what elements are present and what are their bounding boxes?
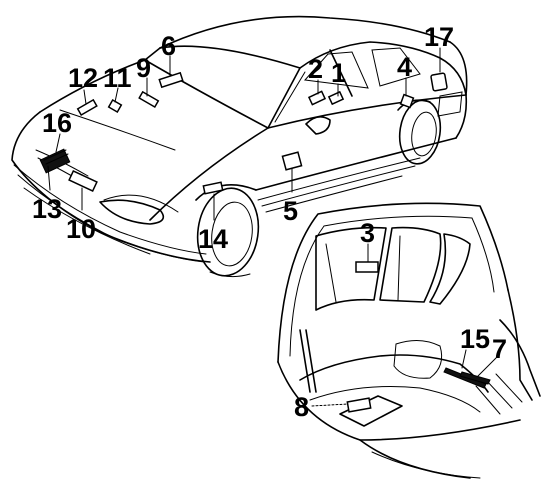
callout-10: 10 xyxy=(66,214,96,244)
callout-16: 16 xyxy=(42,108,72,138)
callout-numbers: 6 9 11 12 2 1 4 17 5 14 10 16 13 3 15 7 … xyxy=(32,22,507,422)
callout-9: 9 xyxy=(136,53,151,83)
decal-17 xyxy=(430,72,448,92)
callout-1: 1 xyxy=(331,58,346,88)
callout-5: 5 xyxy=(283,196,298,226)
callout-12: 12 xyxy=(68,63,98,93)
callout-17: 17 xyxy=(424,22,454,52)
decal-14 xyxy=(202,181,224,195)
callout-11: 11 xyxy=(103,63,132,93)
label-decals-front-car xyxy=(39,71,448,195)
decal-8 xyxy=(346,397,372,413)
decal-4 xyxy=(399,93,415,109)
decal-12 xyxy=(76,98,98,116)
callout-13: 13 xyxy=(32,194,62,224)
decal-10 xyxy=(68,169,98,193)
car-front-three-quarter-view xyxy=(11,15,468,278)
decal-16-13-group xyxy=(39,148,71,174)
callout-3: 3 xyxy=(360,218,375,248)
decal-11 xyxy=(107,99,123,113)
callout-2: 2 xyxy=(308,54,323,84)
leader-lines xyxy=(47,47,497,407)
callout-7: 7 xyxy=(492,334,507,364)
decal-1 xyxy=(327,90,345,106)
decal-3 xyxy=(355,261,379,273)
decal-2 xyxy=(307,90,327,106)
callout-6: 6 xyxy=(161,31,176,61)
callout-8: 8 xyxy=(294,392,309,422)
callout-15: 15 xyxy=(460,324,490,354)
callout-14: 14 xyxy=(198,224,228,254)
decal-7 xyxy=(459,371,491,385)
trunk-open-view xyxy=(277,202,541,479)
decal-5 xyxy=(281,151,303,171)
callout-4: 4 xyxy=(397,52,412,82)
decal-9 xyxy=(138,90,160,108)
